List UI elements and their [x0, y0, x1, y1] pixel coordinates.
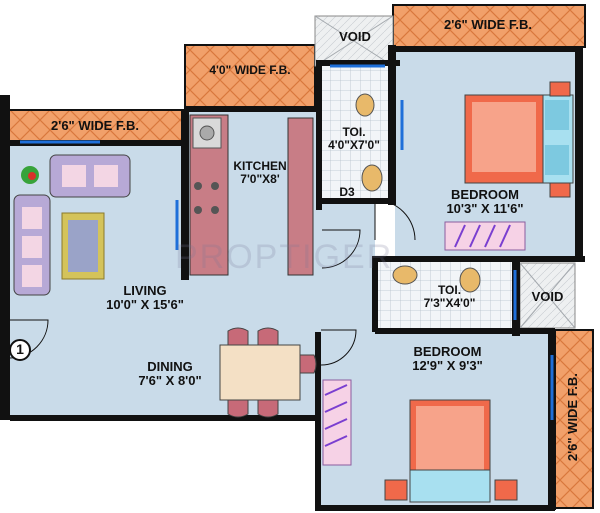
- bedroom2-size: 12'9" X 9'3": [412, 358, 483, 374]
- toilet2-fixtures: [392, 265, 481, 293]
- balcony-right: [552, 329, 594, 509]
- void-right-cross: [519, 262, 576, 329]
- bedroom1-name: BEDROOM: [451, 187, 519, 202]
- windows: [20, 64, 554, 420]
- fb-top-mid-label: 4'0" WIDE F.B.: [209, 63, 291, 77]
- bedroom2-wardrobe: [322, 379, 352, 466]
- kitchen-counter: [189, 114, 314, 276]
- bedroom2-label: BEDROOM 12'9" X 9'3": [390, 344, 505, 374]
- bedroom1-label: BEDROOM 10'3" X 11'6": [430, 187, 540, 217]
- dining-table: [219, 327, 317, 418]
- living-rug: [61, 212, 105, 280]
- fb-right-label: 2'6" WIDE F.B.: [564, 373, 580, 462]
- toilet2-label: TOI. 7'3"X4'0": [412, 283, 487, 311]
- bedroom2-bed: [384, 399, 518, 503]
- bedroom1-bed: [464, 81, 574, 198]
- living-sofa-top: [49, 154, 131, 198]
- fb-left-label: 2'6" WIDE F.B.: [51, 118, 139, 133]
- toilet2-name: TOI.: [437, 283, 462, 297]
- plant-icon: [21, 166, 39, 184]
- bedroom2-name: BEDROOM: [413, 344, 482, 359]
- living-label: LIVING 10'0" X 15'6": [90, 283, 200, 313]
- dining-size: 7'6" X 8'0": [138, 373, 202, 389]
- void-top-cross: [314, 15, 394, 67]
- fb-top-right-label: 2'6" WIDE F.B.: [444, 17, 532, 32]
- living-size: 10'0" X 15'6": [106, 297, 184, 313]
- kitchen-name: KITCHEN: [233, 159, 287, 173]
- void-right-label: VOID: [531, 289, 564, 304]
- toilet1-fixtures: [355, 93, 383, 192]
- kitchen-size: 7'0"X8': [240, 172, 280, 187]
- passage-floor: [320, 200, 375, 280]
- entrance-number: 1: [16, 341, 24, 357]
- door-d3-label: D3: [339, 185, 355, 199]
- void-top-label: VOID: [339, 29, 371, 44]
- toilet1-size: 4'0"X7'0": [328, 138, 380, 153]
- dining-label: DINING 7'6" X 8'0": [120, 359, 220, 389]
- bedroom1-wardrobe: [444, 221, 526, 251]
- toilet1-name: TOI.: [342, 125, 366, 139]
- toilet1-label: TOI. 4'0"X7'0": [318, 125, 390, 153]
- watermark: PROPTIGER: [175, 238, 394, 276]
- dining-name: DINING: [147, 359, 193, 374]
- living-name: LIVING: [123, 283, 167, 298]
- living-sofa-left: [13, 194, 51, 296]
- bedroom1-size: 10'3" X 11'6": [446, 201, 524, 217]
- toilet2-size: 7'3"X4'0": [423, 296, 476, 311]
- entrance-marker: [9, 339, 31, 361]
- balcony-top-mid: [184, 44, 316, 111]
- kitchen-label: KITCHEN 7'0"X8': [225, 159, 295, 187]
